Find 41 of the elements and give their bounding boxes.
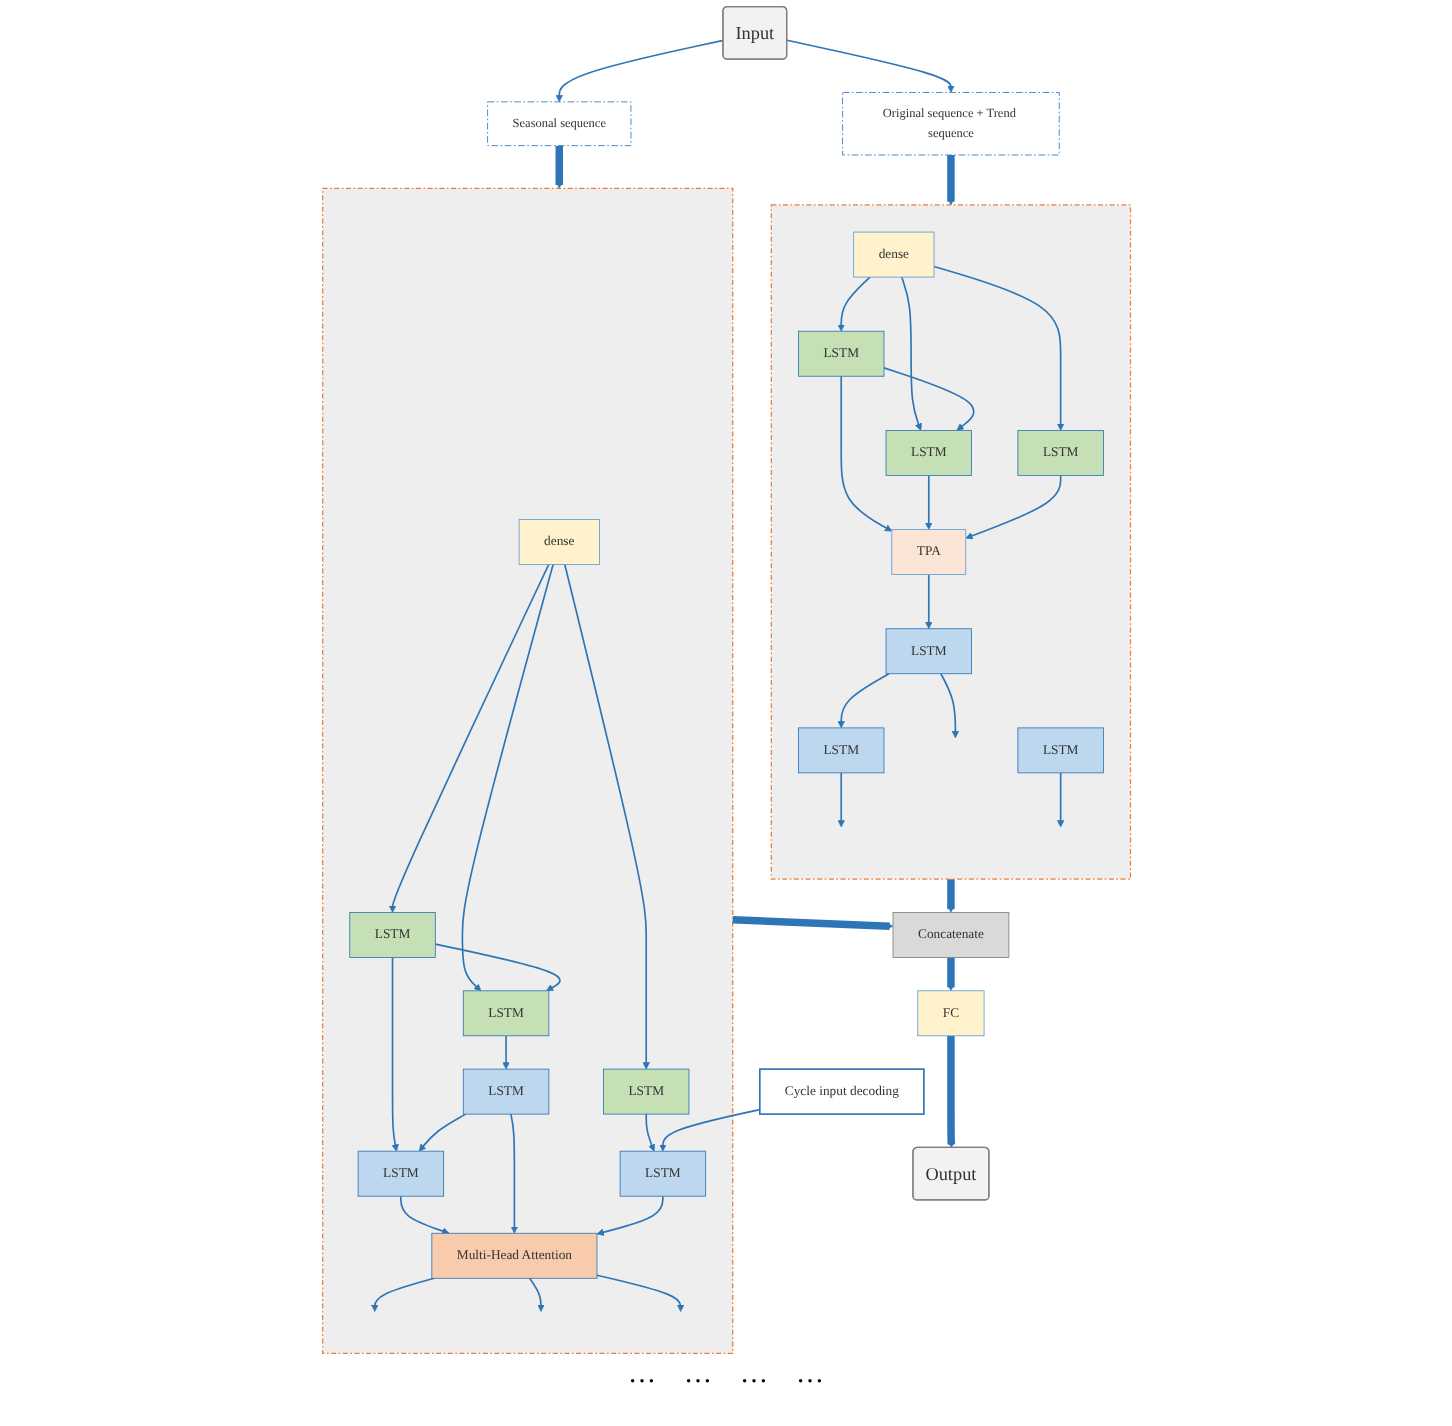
arrow (509, 1113, 518, 1234)
arrow (946, 154, 955, 206)
arrow (595, 1274, 684, 1312)
arrow (964, 474, 1061, 540)
arrow (882, 367, 974, 431)
arrow (836, 772, 845, 828)
arrow (528, 1277, 545, 1312)
arrow (433, 943, 561, 992)
arrow (946, 956, 955, 992)
arrow (836, 672, 890, 729)
arrow (555, 39, 724, 103)
arrow (839, 375, 892, 532)
arrow (1056, 772, 1064, 828)
arrow (924, 573, 932, 630)
ellipsis-text: … (628, 1360, 656, 1392)
arrow (939, 672, 959, 739)
arrow (836, 276, 871, 332)
arrow (554, 145, 563, 189)
arrow (370, 1277, 435, 1312)
ellipsis-text: … (684, 1360, 712, 1392)
arrow (399, 1195, 449, 1235)
arrow (658, 1108, 761, 1152)
arrow (900, 276, 922, 431)
ellipsis-text: … (796, 1360, 824, 1392)
arrow (596, 1195, 664, 1236)
arrow (946, 878, 955, 913)
arrow (563, 563, 650, 1070)
cluster (770, 204, 1131, 880)
arrow (418, 1113, 466, 1152)
arrow (391, 956, 399, 1152)
arrow (388, 563, 549, 913)
arrow (932, 265, 1064, 431)
arrow (785, 39, 954, 93)
arrow (924, 474, 932, 530)
arrow (501, 1035, 510, 1070)
arrow (732, 916, 893, 930)
ellipsis-text: … (740, 1360, 768, 1392)
arrow (460, 563, 554, 992)
arrow (644, 1113, 655, 1152)
cluster (321, 187, 733, 1354)
arrow (946, 1034, 955, 1149)
